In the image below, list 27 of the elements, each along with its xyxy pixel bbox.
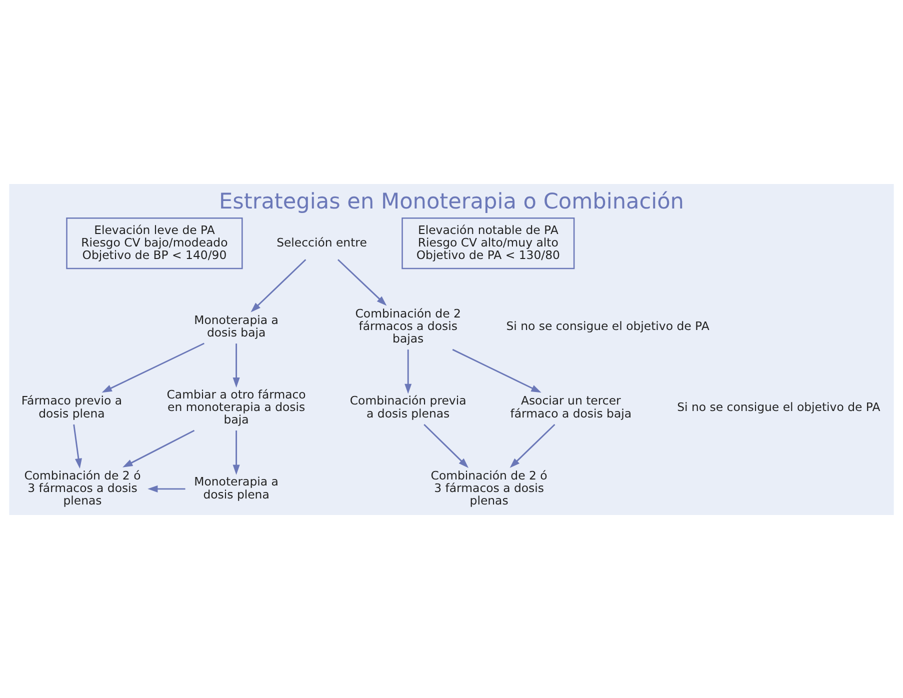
arrow: [148, 484, 186, 492]
node-text: Selección entre: [276, 234, 367, 249]
node-text: Monoterapia a dosis baja: [194, 312, 278, 339]
node-text: Combinación de 2 fármacos a dosis bajas: [355, 306, 461, 346]
arrow: [424, 424, 469, 468]
arrow: [232, 430, 240, 474]
node-text: Combinación de 2 ó 3 fármacos a dosis plenas: [24, 468, 141, 508]
diagram-title: Estrategias en Monoterapia o Combinación: [219, 188, 684, 214]
node-text: Combinación previa a dosis plenas: [350, 393, 466, 420]
node-text: Monoterapia a dosis plena: [194, 474, 278, 501]
node-text: Cambiar a otro fármaco en monoterapia a dosis baja: [166, 386, 306, 426]
arrow: [338, 258, 387, 306]
node-text: Fármaco previo a dosis plena: [21, 393, 122, 420]
node-text: Asociar un tercer fármaco a dosis baja: [510, 393, 632, 420]
node-box: Elevación leve de PA Riesgo CV bajo/modeado Objetivo de BP < 140/90: [66, 217, 243, 269]
arrow: [232, 343, 240, 388]
label: Si no se consigue el objetivo de PA: [506, 318, 710, 333]
node-box: Elevación notable de PA Riesgo CV alto/muy alto Objetivo de PA < 130/80: [402, 217, 575, 269]
arrow: [250, 258, 306, 312]
arrow: [102, 342, 204, 392]
node-text: Combinación de 2 ó 3 fármacos a dosis plenas: [430, 468, 548, 508]
arrow: [73, 424, 82, 468]
arrow: [404, 349, 412, 394]
arrow: [122, 429, 195, 467]
arrow: [452, 348, 542, 392]
label: Si no se consigue el objetivo de PA: [677, 400, 880, 414]
arrow: [510, 423, 556, 468]
